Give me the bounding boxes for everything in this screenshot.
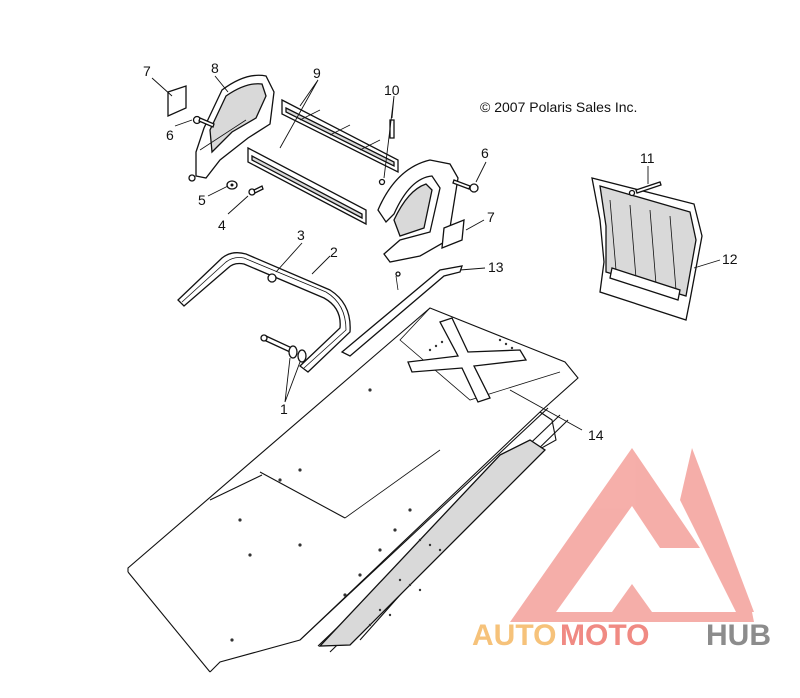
screw — [248, 185, 264, 196]
callout-6-left: 6 — [166, 127, 174, 143]
tunnel-panel — [127, 307, 579, 673]
washer — [226, 180, 238, 190]
watermark-hub: HUB — [706, 619, 771, 652]
support-rails — [247, 98, 399, 226]
mounting-bracket — [340, 265, 463, 357]
callout-labels: 1 2 3 4 5 6 6 7 7 8 9 10 11 12 13 14 — [143, 60, 738, 443]
bolt-washer-set — [260, 334, 307, 363]
callout-7-right: 7 — [487, 209, 495, 225]
left-grab-handle — [188, 74, 275, 182]
callout-8: 8 — [211, 60, 219, 76]
callout-12: 12 — [722, 251, 738, 267]
callout-11: 11 — [640, 150, 655, 166]
rivet-pattern — [230, 338, 514, 642]
bumper-plug — [267, 273, 277, 283]
snow-flap — [591, 177, 703, 321]
callout-10: 10 — [384, 82, 400, 98]
right-screw — [452, 179, 479, 193]
watermark-text: AUTO MOTO HUB — [472, 619, 771, 652]
callout-6-right: 6 — [481, 145, 489, 161]
callout-2: 2 — [330, 244, 338, 260]
leader-lines — [151, 75, 721, 431]
watermark-moto: MOTO — [560, 619, 649, 652]
callout-4: 4 — [218, 217, 226, 233]
left-screw — [192, 115, 215, 128]
copyright-notice: © 2007 Polaris Sales Inc. — [480, 99, 637, 115]
callout-3: 3 — [297, 227, 305, 243]
watermark-logo — [510, 448, 754, 622]
x-brace — [407, 317, 528, 403]
callout-14: 14 — [588, 427, 604, 443]
callout-9: 9 — [313, 65, 321, 81]
right-decal — [441, 218, 465, 250]
callout-7-left: 7 — [143, 63, 151, 79]
callout-5: 5 — [198, 192, 206, 208]
left-decal — [167, 85, 187, 118]
rear-bumper — [177, 252, 351, 373]
watermark-auto: AUTO — [472, 619, 556, 652]
flap-screw — [628, 181, 662, 197]
callout-13: 13 — [488, 259, 504, 275]
right-grab-handle — [377, 159, 459, 263]
callout-1: 1 — [280, 401, 288, 417]
